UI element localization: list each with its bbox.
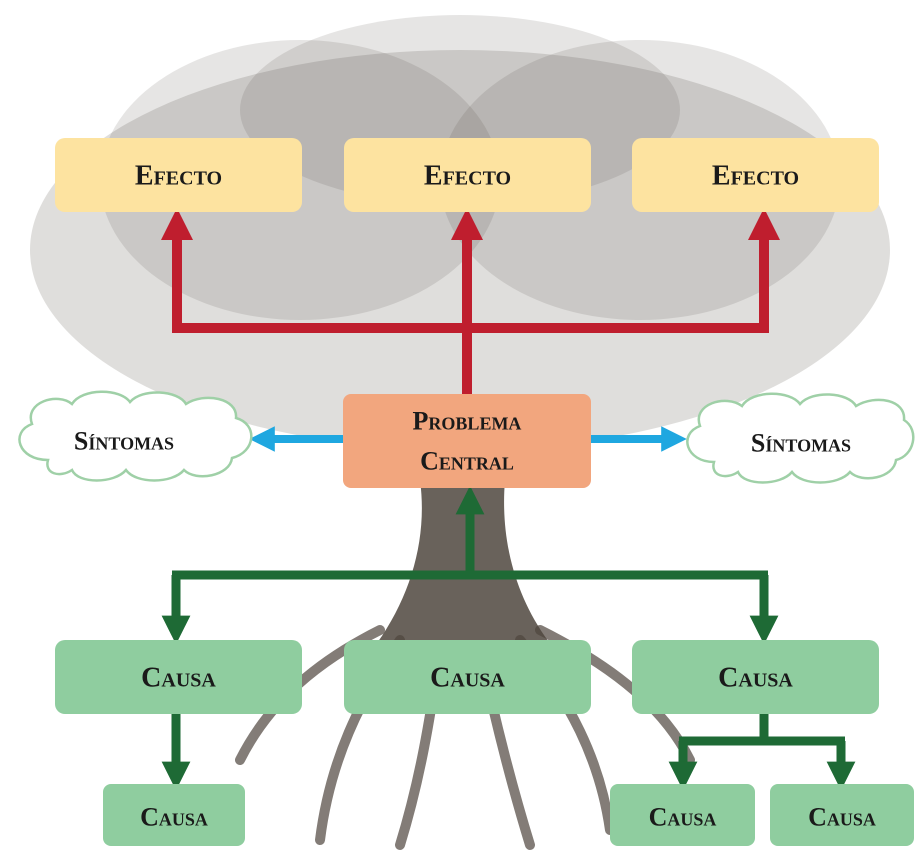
cause-label-1: Causa xyxy=(141,663,216,694)
cause-box-5: Causa xyxy=(610,784,755,846)
effect-label-3: Efecto xyxy=(712,161,799,192)
symptom-cloud-right: Síntomas xyxy=(686,392,915,484)
cause-label-4: Causa xyxy=(140,803,208,832)
effect-box-2: Efecto xyxy=(344,138,591,212)
cause-connectors xyxy=(161,485,856,791)
tree-trunk xyxy=(372,480,555,650)
symptom-label-right: Síntomas xyxy=(751,429,851,458)
cause-label-5: Causa xyxy=(649,803,717,832)
symptom-label-left: Síntomas xyxy=(74,427,174,456)
problem-box: Problema Central xyxy=(343,394,591,488)
effect-connectors xyxy=(160,207,781,395)
cause-label-2: Causa xyxy=(430,663,505,694)
cause-box-3: Causa xyxy=(632,640,879,714)
cause-box-1: Causa xyxy=(55,640,302,714)
symptom-cloud-left: Síntomas xyxy=(18,390,253,482)
cause-label-6: Causa xyxy=(808,803,876,832)
problem-label-line1: Problema xyxy=(413,407,522,436)
effect-box-1: Efecto xyxy=(55,138,302,212)
effect-label-2: Efecto xyxy=(424,161,511,192)
effect-box-3: Efecto xyxy=(632,138,879,212)
cause-box-6: Causa xyxy=(770,784,914,846)
cause-label-3: Causa xyxy=(718,663,793,694)
problem-label-line2: Central xyxy=(420,447,514,476)
cause-box-4: Causa xyxy=(103,784,245,846)
cause-box-2: Causa xyxy=(344,640,591,714)
effect-label-1: Efecto xyxy=(135,161,222,192)
